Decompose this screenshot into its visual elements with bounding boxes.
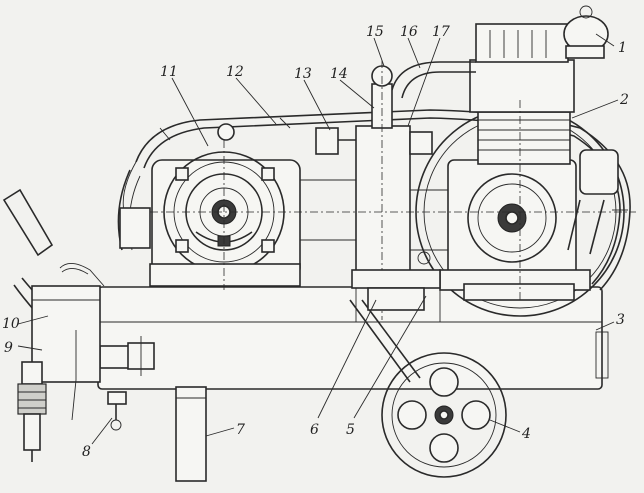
compressor-unit: [439, 5, 619, 301]
callout-7: 7: [236, 422, 245, 438]
callout-2: 2: [619, 92, 629, 108]
callout-17: 17: [432, 24, 450, 40]
callout-labels: 1 2 3 4 5 6 7 8 9 10 11 12 13 14 15 16 1…: [2, 24, 629, 460]
callout-8: 8: [82, 444, 91, 460]
callout-10: 10: [2, 316, 20, 332]
callout-9: 9: [4, 340, 13, 356]
callout-14: 14: [330, 66, 348, 82]
support-leg: [175, 386, 207, 482]
drain-valve: [71, 330, 127, 431]
tool-box: [31, 263, 105, 383]
callout-11: 11: [160, 64, 178, 80]
center-column: [351, 60, 441, 320]
road-wheel: [349, 299, 507, 478]
leader-lines: [17, 33, 619, 445]
callout-12: 12: [226, 64, 244, 80]
center-lines: [150, 100, 636, 300]
electric-motor: [119, 123, 301, 287]
callout-4: 4: [521, 426, 531, 442]
safety-valve: [315, 127, 433, 155]
callout-13: 13: [294, 66, 312, 82]
discharge-pipe: [391, 61, 476, 99]
electric-plug: [17, 361, 47, 462]
callout-15: 15: [366, 24, 384, 40]
callout-1: 1: [618, 40, 627, 56]
callout-3: 3: [616, 312, 625, 328]
callout-6: 6: [310, 422, 319, 438]
air-receiver-tank: [97, 286, 609, 390]
tension-rods: [300, 179, 448, 251]
callout-16: 16: [400, 24, 418, 40]
callout-5: 5: [346, 422, 355, 438]
